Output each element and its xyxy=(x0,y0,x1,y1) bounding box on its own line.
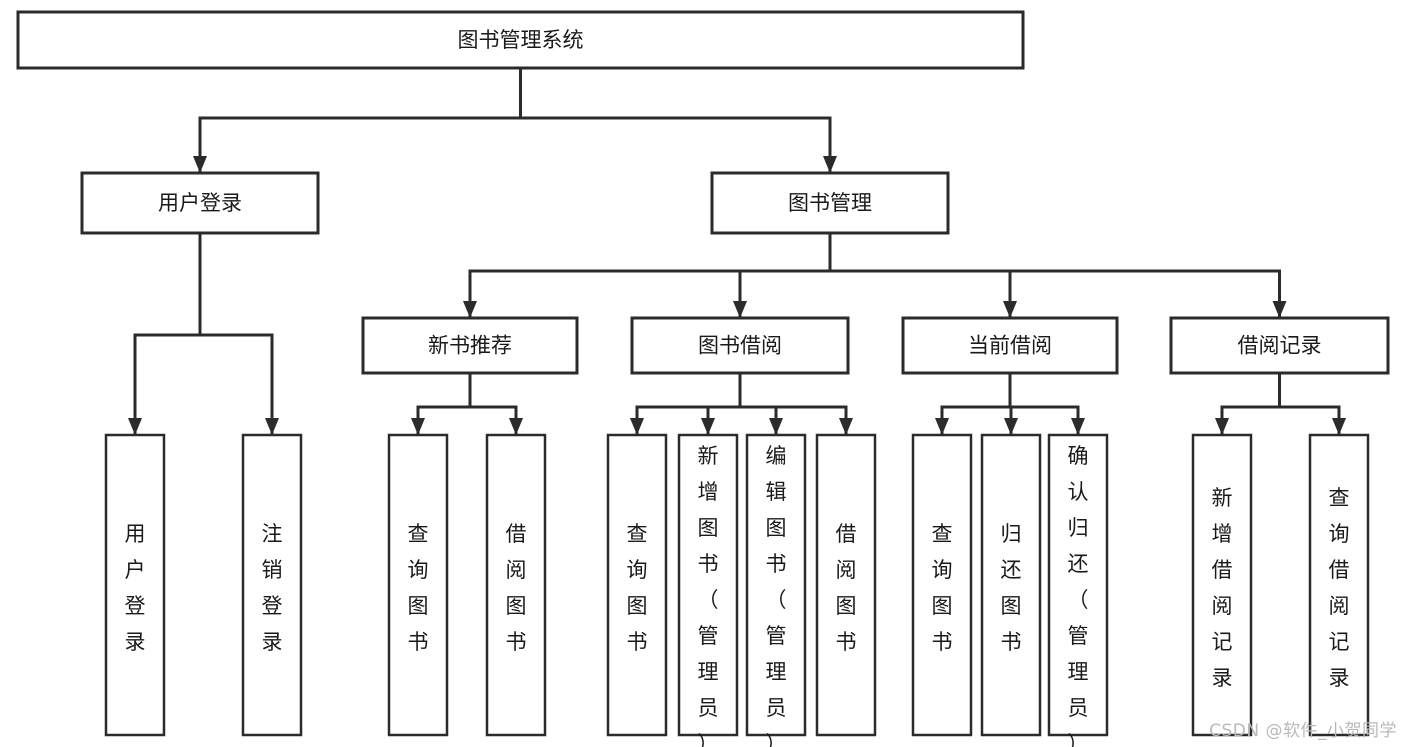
connector-arrow-head xyxy=(1071,418,1085,435)
connector-new-book-recommend-children xyxy=(411,371,523,436)
node-user-logout[interactable]: 注销登录 xyxy=(241,433,303,737)
node-label-user-logout: 注销登录 xyxy=(262,522,283,654)
node-box-query-borrow-record xyxy=(1308,433,1370,737)
node-box-edit-book xyxy=(745,433,807,737)
node-label-add-book: 新增图书（管理员） xyxy=(698,444,719,747)
node-box-add-book xyxy=(677,433,739,737)
node-box-borrow-book-1 xyxy=(485,433,547,737)
node-label-root: 图书管理系统 xyxy=(458,28,584,52)
node-borrow-record[interactable]: 借阅记录 xyxy=(1169,316,1390,375)
nodes-layer: 图书管理系统用户登录用户登录注销登录图书管理新书推荐查询图书借阅图书图书借阅查询… xyxy=(16,10,1390,747)
csdn-watermark: CSDN @软件_小贺同学 xyxy=(1209,721,1397,741)
connector-user-login-children xyxy=(128,231,279,436)
connector-arrow-head xyxy=(630,418,644,435)
node-query-book-2[interactable]: 查询图书 xyxy=(606,433,668,737)
node-box-current-borrow xyxy=(901,316,1119,375)
connector-arrow-head xyxy=(1004,418,1018,435)
node-label-query-book-3: 查询图书 xyxy=(932,522,953,654)
node-box-add-borrow-record xyxy=(1191,433,1253,737)
node-box-user-login-do xyxy=(104,433,166,737)
connector-arrow-head xyxy=(839,418,853,435)
connector-arrow-head xyxy=(128,418,142,435)
node-label-query-book-2: 查询图书 xyxy=(627,522,648,654)
node-label-confirm-return: 确认归还（管理员） xyxy=(1068,444,1089,747)
connector-arrow-head xyxy=(1003,301,1017,318)
node-borrow-book-2[interactable]: 借阅图书 xyxy=(815,433,877,737)
node-add-book[interactable]: 新增图书（管理员） xyxy=(677,433,739,747)
connector-book-manage-children xyxy=(463,231,1287,319)
connector-book-borrow-children xyxy=(630,371,853,436)
connector-arrow-head xyxy=(733,301,747,318)
node-confirm-return[interactable]: 确认归还（管理员） xyxy=(1047,433,1109,747)
node-label-current-borrow: 当前借阅 xyxy=(968,334,1052,358)
node-box-root xyxy=(16,10,1025,70)
connector-arrow-head xyxy=(701,418,715,435)
node-borrow-book-1[interactable]: 借阅图书 xyxy=(485,433,547,737)
node-box-book-borrow xyxy=(630,316,850,375)
node-edit-book[interactable]: 编辑图书（管理员） xyxy=(745,433,807,747)
node-label-add-borrow-record: 新增借阅记录 xyxy=(1212,486,1233,690)
node-box-borrow-book-2 xyxy=(815,433,877,737)
node-root[interactable]: 图书管理系统 xyxy=(16,10,1025,70)
node-add-borrow-record[interactable]: 新增借阅记录 xyxy=(1191,433,1253,737)
node-label-query-borrow-record: 查询借阅记录 xyxy=(1329,486,1350,690)
connector-arrow-head xyxy=(265,418,279,435)
node-box-new-book-recommend xyxy=(361,316,579,375)
connector-arrow-head xyxy=(935,418,949,435)
node-user-login-do[interactable]: 用户登录 xyxy=(104,433,166,737)
connector-current-borrow-children xyxy=(935,371,1085,436)
node-label-edit-book: 编辑图书（管理员） xyxy=(766,444,787,747)
node-query-borrow-record[interactable]: 查询借阅记录 xyxy=(1308,433,1370,737)
node-box-query-book-3 xyxy=(911,433,973,737)
node-box-confirm-return xyxy=(1047,433,1109,737)
node-label-borrow-book-2: 借阅图书 xyxy=(836,522,857,654)
node-box-book-manage xyxy=(710,171,950,235)
connector-arrow-head xyxy=(823,156,837,173)
node-query-book-1[interactable]: 查询图书 xyxy=(387,433,449,737)
node-label-user-login: 用户登录 xyxy=(158,191,242,215)
connector-arrow-head xyxy=(1332,418,1346,435)
connector-arrow-head xyxy=(769,418,783,435)
node-current-borrow[interactable]: 当前借阅 xyxy=(901,316,1119,375)
node-box-user-login xyxy=(80,171,320,235)
connector-arrow-head xyxy=(1272,301,1287,318)
connector-arrow-head xyxy=(463,301,477,318)
node-box-query-book-1 xyxy=(387,433,449,737)
node-box-query-book-2 xyxy=(606,433,668,737)
node-label-new-book-recommend: 新书推荐 xyxy=(428,334,512,358)
connector-arrow-head xyxy=(1215,418,1229,435)
node-label-borrow-record: 借阅记录 xyxy=(1238,334,1322,358)
node-box-return-book xyxy=(980,433,1042,737)
node-user-login[interactable]: 用户登录 xyxy=(80,171,320,235)
connectors-layer xyxy=(128,66,1346,436)
node-new-book-recommend[interactable]: 新书推荐 xyxy=(361,316,579,375)
node-box-user-logout xyxy=(241,433,303,737)
node-label-query-book-1: 查询图书 xyxy=(408,522,429,654)
connector-arrow-head xyxy=(411,418,425,435)
node-label-borrow-book-1: 借阅图书 xyxy=(506,522,527,654)
node-label-return-book: 归还图书 xyxy=(1001,522,1022,654)
connector-borrow-record-children xyxy=(1215,371,1346,436)
node-box-borrow-record xyxy=(1169,316,1390,375)
connector-arrow-head xyxy=(509,418,523,435)
connector-root-to-level2 xyxy=(193,66,837,174)
node-label-book-manage: 图书管理 xyxy=(788,191,872,215)
node-book-borrow[interactable]: 图书借阅 xyxy=(630,316,850,375)
node-book-manage[interactable]: 图书管理 xyxy=(710,171,950,235)
connector-arrow-head xyxy=(193,156,207,173)
node-return-book[interactable]: 归还图书 xyxy=(980,433,1042,737)
node-query-book-3[interactable]: 查询图书 xyxy=(911,433,973,737)
node-label-user-login-do: 用户登录 xyxy=(125,522,146,654)
node-label-book-borrow: 图书借阅 xyxy=(698,334,782,358)
